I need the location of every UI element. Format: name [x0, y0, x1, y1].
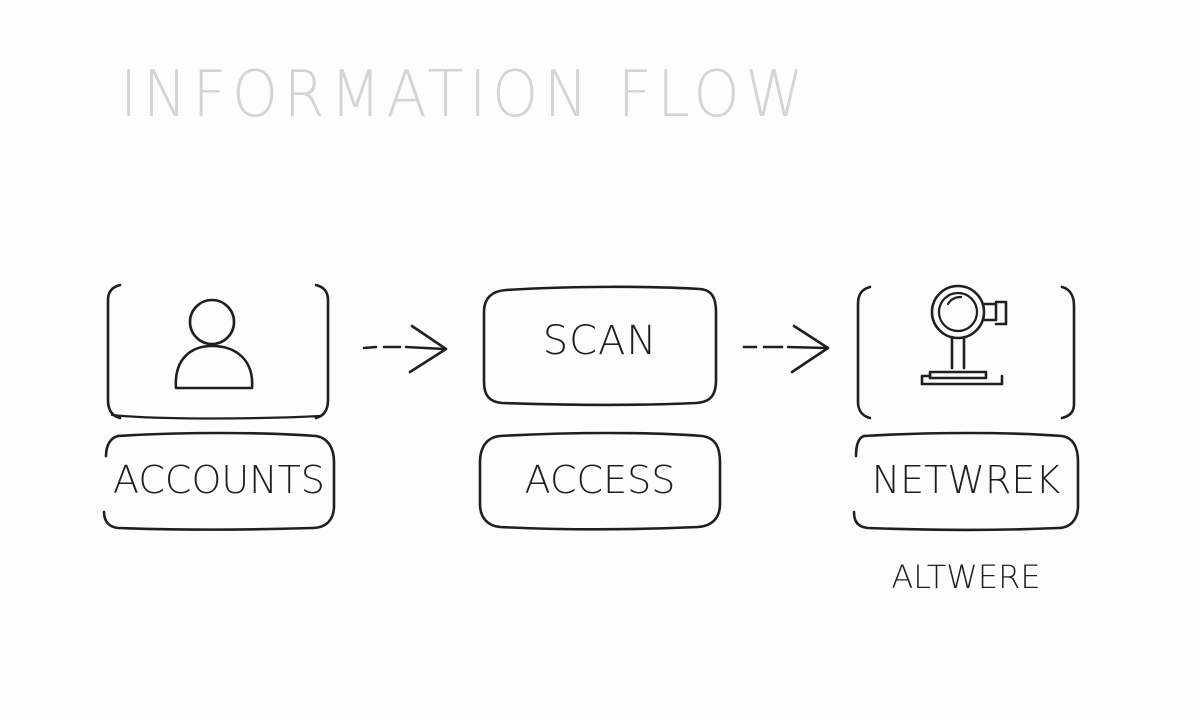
network-label: NETWREK [871, 458, 1061, 502]
arrow-scan-to-network [742, 324, 830, 374]
diagram-title: INFORMATION FLOW [120, 58, 809, 132]
arrow-accounts-to-scan [362, 324, 448, 374]
network-note: ALTWERE [891, 558, 1041, 596]
scan-label: SCAN [542, 318, 658, 364]
access-label: ACCESS [524, 458, 676, 502]
network-label-pill [852, 431, 1080, 532]
access-label-pill [478, 431, 722, 531]
magnifier-stand-icon [920, 284, 1008, 386]
accounts-icon-box [106, 283, 330, 420]
accounts-label-pill [102, 431, 336, 531]
accounts-label: ACCOUNTS [113, 458, 325, 502]
scan-box [482, 285, 718, 407]
user-icon [174, 298, 254, 390]
network-icon-box [856, 285, 1076, 420]
